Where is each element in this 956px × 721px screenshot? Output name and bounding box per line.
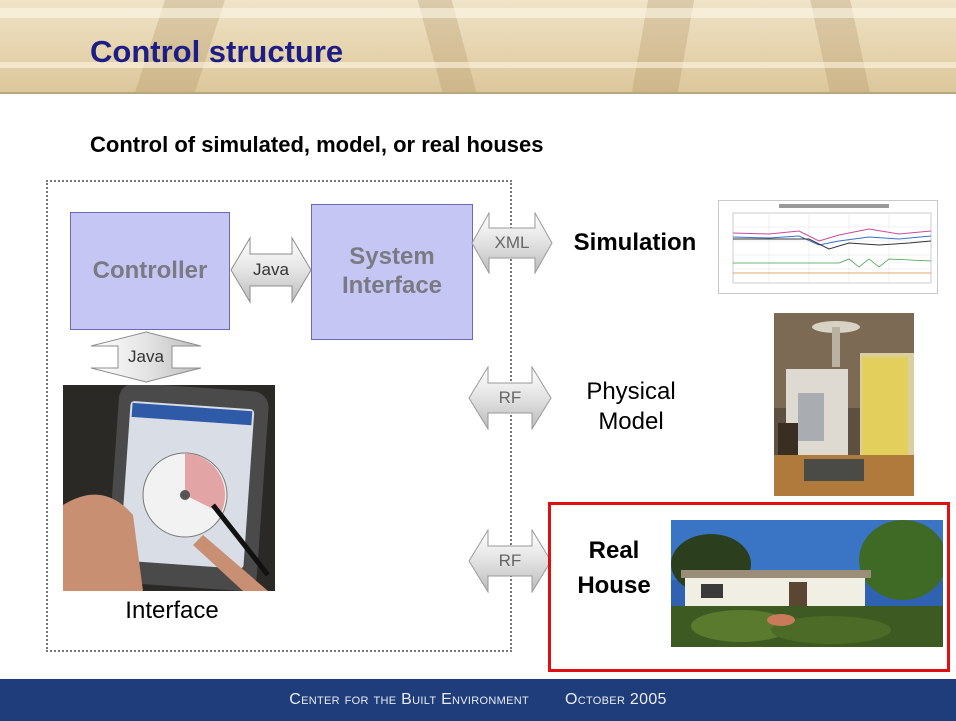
header-texture [0, 62, 956, 68]
double-arrow-icon [90, 331, 202, 383]
header-band [0, 0, 956, 92]
simulation-label: Simulation [573, 229, 697, 256]
footer-bar: Center for the Built Environment October… [0, 679, 956, 721]
xml-arrow: XML [471, 212, 553, 274]
rf-label: RF [498, 551, 522, 570]
real-house-label: Real House [577, 537, 651, 599]
header-rule [0, 92, 956, 94]
physical-model-photo [774, 313, 914, 496]
java-label: Java [253, 260, 289, 279]
double-arrow-icon [468, 366, 552, 430]
header-texture [0, 8, 956, 18]
house-photo-icon [671, 520, 943, 647]
footer-date: October 2005 [565, 691, 667, 708]
rf-label: RF [498, 388, 522, 407]
java-arrow-horizontal: Java [230, 236, 312, 304]
rf-arrow-real-house: RF [468, 529, 552, 593]
page-subtitle: Control of simulated, model, or real hou… [90, 132, 544, 157]
double-arrow-icon [471, 212, 553, 274]
pda-device-photo [63, 385, 275, 591]
controller-label: Controller [92, 256, 208, 284]
xml-label: XML [494, 233, 530, 252]
double-arrow-icon [468, 529, 552, 593]
real-house-highlight [548, 502, 950, 672]
java-arrow-vertical: Java [90, 331, 202, 383]
line-chart-icon [732, 204, 932, 284]
system-interface-box: System Interface [311, 204, 473, 340]
room-photo-icon [774, 313, 914, 496]
page-title: Control structure [90, 34, 344, 69]
simulation-chart-thumbnail [718, 200, 938, 294]
footer-org: Center for the Built Environment [289, 691, 529, 708]
double-arrow-icon [230, 236, 312, 304]
system-interface-label: System Interface [341, 243, 443, 299]
controller-box: Controller [70, 212, 230, 330]
java-label: Java [128, 347, 164, 366]
real-house-photo [671, 520, 943, 647]
rf-arrow-physical: RF [468, 366, 552, 430]
pda-device-icon [63, 385, 275, 591]
physical-model-label: Physical Model [586, 378, 676, 435]
interface-label: Interface [125, 597, 219, 624]
control-boundary-frame [46, 180, 512, 652]
